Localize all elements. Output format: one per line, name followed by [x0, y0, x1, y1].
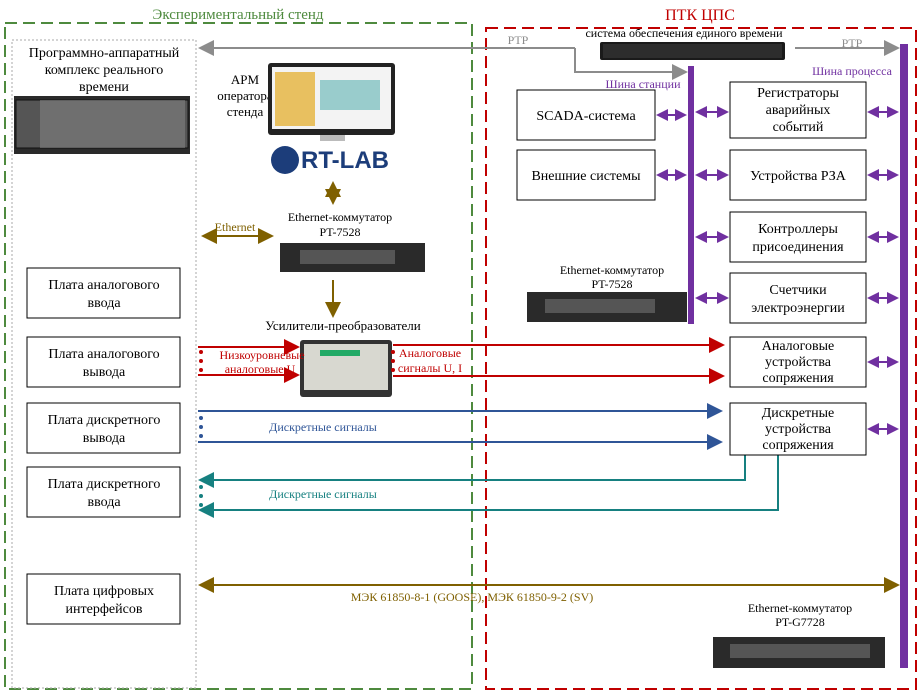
discrete-in-label: Дискретные сигналы: [269, 487, 377, 501]
ethernet-label: Ethernet: [215, 220, 256, 234]
board-discrete-input: Плата дискретного ввода: [26, 466, 181, 518]
svg-text:Плата аналогового: Плата аналогового: [48, 278, 159, 293]
svg-text:сопряжения: сопряжения: [762, 371, 834, 386]
switch-label: Ethernet-коммутатор: [560, 263, 664, 277]
switch-pt7528-image: [280, 243, 425, 272]
svg-text:аварийных: аварийных: [766, 103, 831, 118]
process-bus-label: Шина процесса: [812, 64, 893, 78]
process-switch-image: [713, 637, 885, 668]
svg-text:Аналоговые: Аналоговые: [762, 339, 835, 354]
svg-text:SCADA-система: SCADA-система: [536, 109, 636, 124]
arm-label: оператора: [217, 88, 273, 103]
amplifiers-label: Усилители-преобразователи: [265, 318, 421, 333]
svg-text:присоединения: присоединения: [752, 240, 844, 255]
experimental-stand-frame: [4, 22, 473, 690]
energy-meters-box: Счетчики электроэнергии: [729, 272, 867, 324]
board-analog-output: Плата аналогового вывода: [26, 336, 181, 388]
external-systems-box: Внешние системы: [516, 149, 656, 201]
station-switch-image: [527, 292, 687, 322]
svg-text:вывода: вывода: [83, 431, 126, 446]
relay-protection-box: Устройства РЗА: [729, 149, 867, 201]
svg-text:Контроллеры: Контроллеры: [758, 222, 838, 237]
svg-text:устройства: устройства: [765, 355, 832, 370]
svg-text:устройства: устройства: [765, 422, 832, 437]
svg-text:Плата цифровых: Плата цифровых: [54, 584, 154, 599]
monitor-image: [268, 63, 395, 141]
svg-text:сопряжения: сопряжения: [762, 438, 834, 453]
svg-text:Устройства РЗА: Устройства РЗА: [750, 169, 847, 184]
svg-text:Внешние системы: Внешние системы: [531, 169, 641, 184]
board-analog-input: Плата аналогового ввода: [26, 267, 181, 319]
svg-text:ввода: ввода: [87, 495, 121, 510]
fault-recorders-box: Регистраторы аварийных событий: [729, 81, 867, 139]
svg-text:электроэнергии: электроэнергии: [751, 301, 845, 316]
experimental-stand-title: Экспериментальный стенд: [152, 7, 323, 23]
analog-signals-label: сигналы U, I: [398, 361, 462, 375]
process-bus: [900, 44, 908, 668]
rt-lab-logo: RT-LAB: [271, 146, 389, 174]
svg-text:Плата дискретного: Плата дискретного: [48, 477, 161, 492]
switch-label: Ethernet-коммутатор: [288, 210, 392, 224]
low-level-label: аналоговые U: [225, 362, 296, 376]
arm-label: АРМ: [231, 72, 260, 87]
rtc-label: Программно-аппаратный: [29, 46, 180, 61]
low-level-label: Низкоуровневые: [219, 348, 304, 362]
ptp-label: PTP: [842, 36, 863, 50]
switch-label: PT-7528: [320, 225, 361, 239]
switch-label: PT-7528: [592, 277, 633, 291]
rtc-panel: [11, 39, 197, 689]
analog-signals-label: Аналоговые: [399, 346, 461, 360]
svg-text:вывода: вывода: [83, 365, 126, 380]
discrete-out-label: Дискретные сигналы: [269, 420, 377, 434]
board-digital-interfaces: Плата цифровых интерфейсов: [26, 573, 181, 625]
svg-text:Дискретные: Дискретные: [762, 406, 835, 421]
board-discrete-output: Плата дискретного вывода: [26, 402, 181, 454]
ptk-cps-title: ПТК ЦПС: [665, 7, 735, 24]
svg-text:Счетчики: Счетчики: [769, 283, 827, 298]
switch2-label: PT-G7728: [775, 615, 825, 629]
station-bus-label: Шина станции: [605, 77, 681, 91]
bay-controllers-box: Контроллеры присоединения: [729, 211, 867, 263]
svg-text:RT-LAB: RT-LAB: [301, 147, 389, 174]
svg-text:Плата дискретного: Плата дискретного: [48, 413, 161, 428]
station-bus: [688, 66, 694, 324]
rtc-label: комплекс реального: [45, 63, 164, 78]
svg-text:Плата аналогового: Плата аналогового: [48, 347, 159, 362]
svg-text:ввода: ввода: [87, 296, 121, 311]
rtc-label: времени: [79, 80, 129, 95]
svg-text:событий: событий: [773, 120, 824, 135]
scada-box: SCADA-система: [516, 89, 656, 141]
rtc-rack-image: [14, 96, 190, 154]
time-server-image: [600, 42, 785, 60]
svg-text:интерфейсов: интерфейсов: [66, 602, 143, 617]
arm-label: стенда: [227, 104, 264, 119]
iec-label: МЭК 61850-8-1 (GOOSE), МЭК 61850-9-2 (SV…: [351, 590, 594, 604]
ptk-cps-frame: [485, 27, 917, 690]
ptp-label: PTP: [508, 33, 529, 47]
switch2-label: Ethernet-коммутатор: [748, 601, 852, 615]
amplifier-image: [300, 340, 392, 397]
time-system-label: система обеспечения единого времени: [585, 26, 783, 40]
svg-text:Регистраторы: Регистраторы: [757, 86, 839, 101]
